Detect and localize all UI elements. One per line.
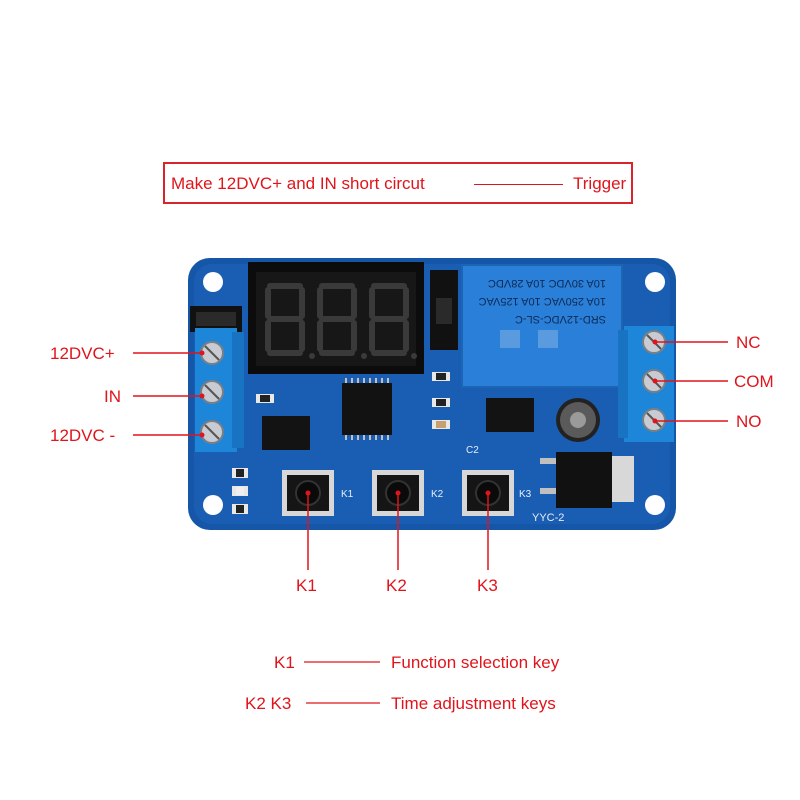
banner-text-right: Trigger [573,174,627,193]
jumper-cap-vertical [436,298,452,324]
label-nc: NC [736,333,761,352]
legend-key-k1: K1 [274,653,295,672]
mount-hole-top-right [645,272,665,292]
silk-c2: C2 [466,445,479,456]
mount-hole-bottom-left [203,495,223,515]
legend-desc-k1: Function selection key [391,653,560,672]
legend-key-k2k3: K2 K3 [245,694,292,713]
optocoupler-left [262,416,310,450]
trigger-banner: Make 12DVC+ and IN short circut Trigger [163,162,633,204]
relay-label-rating-dc: 10A 30VDC 10A 28VDC [488,277,606,289]
mount-hole-bottom-right [645,495,665,515]
label-in: IN [104,387,121,406]
relay [461,264,623,388]
microcontroller-chip [342,383,392,435]
label-k2: K2 [386,576,407,595]
jumper-cap [196,312,236,326]
relay-label-rating-ac: 10A 250VAC 10A 125VAC [479,295,606,307]
silk-k2: K2 [431,489,444,500]
banner-connector-line [474,184,563,185]
label-no: NO [736,412,762,431]
silk-k1: K1 [341,489,354,500]
label-k1: K1 [296,576,317,595]
optocoupler-right [486,398,534,432]
label-12dvc-plus: 12DVC+ [50,344,115,363]
silk-k3: K3 [519,489,532,500]
silk-model: YYC-2 [532,512,564,524]
label-com: COM [734,372,774,391]
voltage-regulator [556,452,612,508]
legend-desc-k2k3: Time adjustment keys [391,694,556,713]
banner-text-left: Make 12DVC+ and IN short circut [171,174,425,193]
label-k3: K3 [477,576,498,595]
mount-hole-top-left [203,272,223,292]
label-12dvc-minus: 12DVC - [50,426,116,445]
relay-label-model: SRD-12VDC-SL-C [515,313,606,325]
